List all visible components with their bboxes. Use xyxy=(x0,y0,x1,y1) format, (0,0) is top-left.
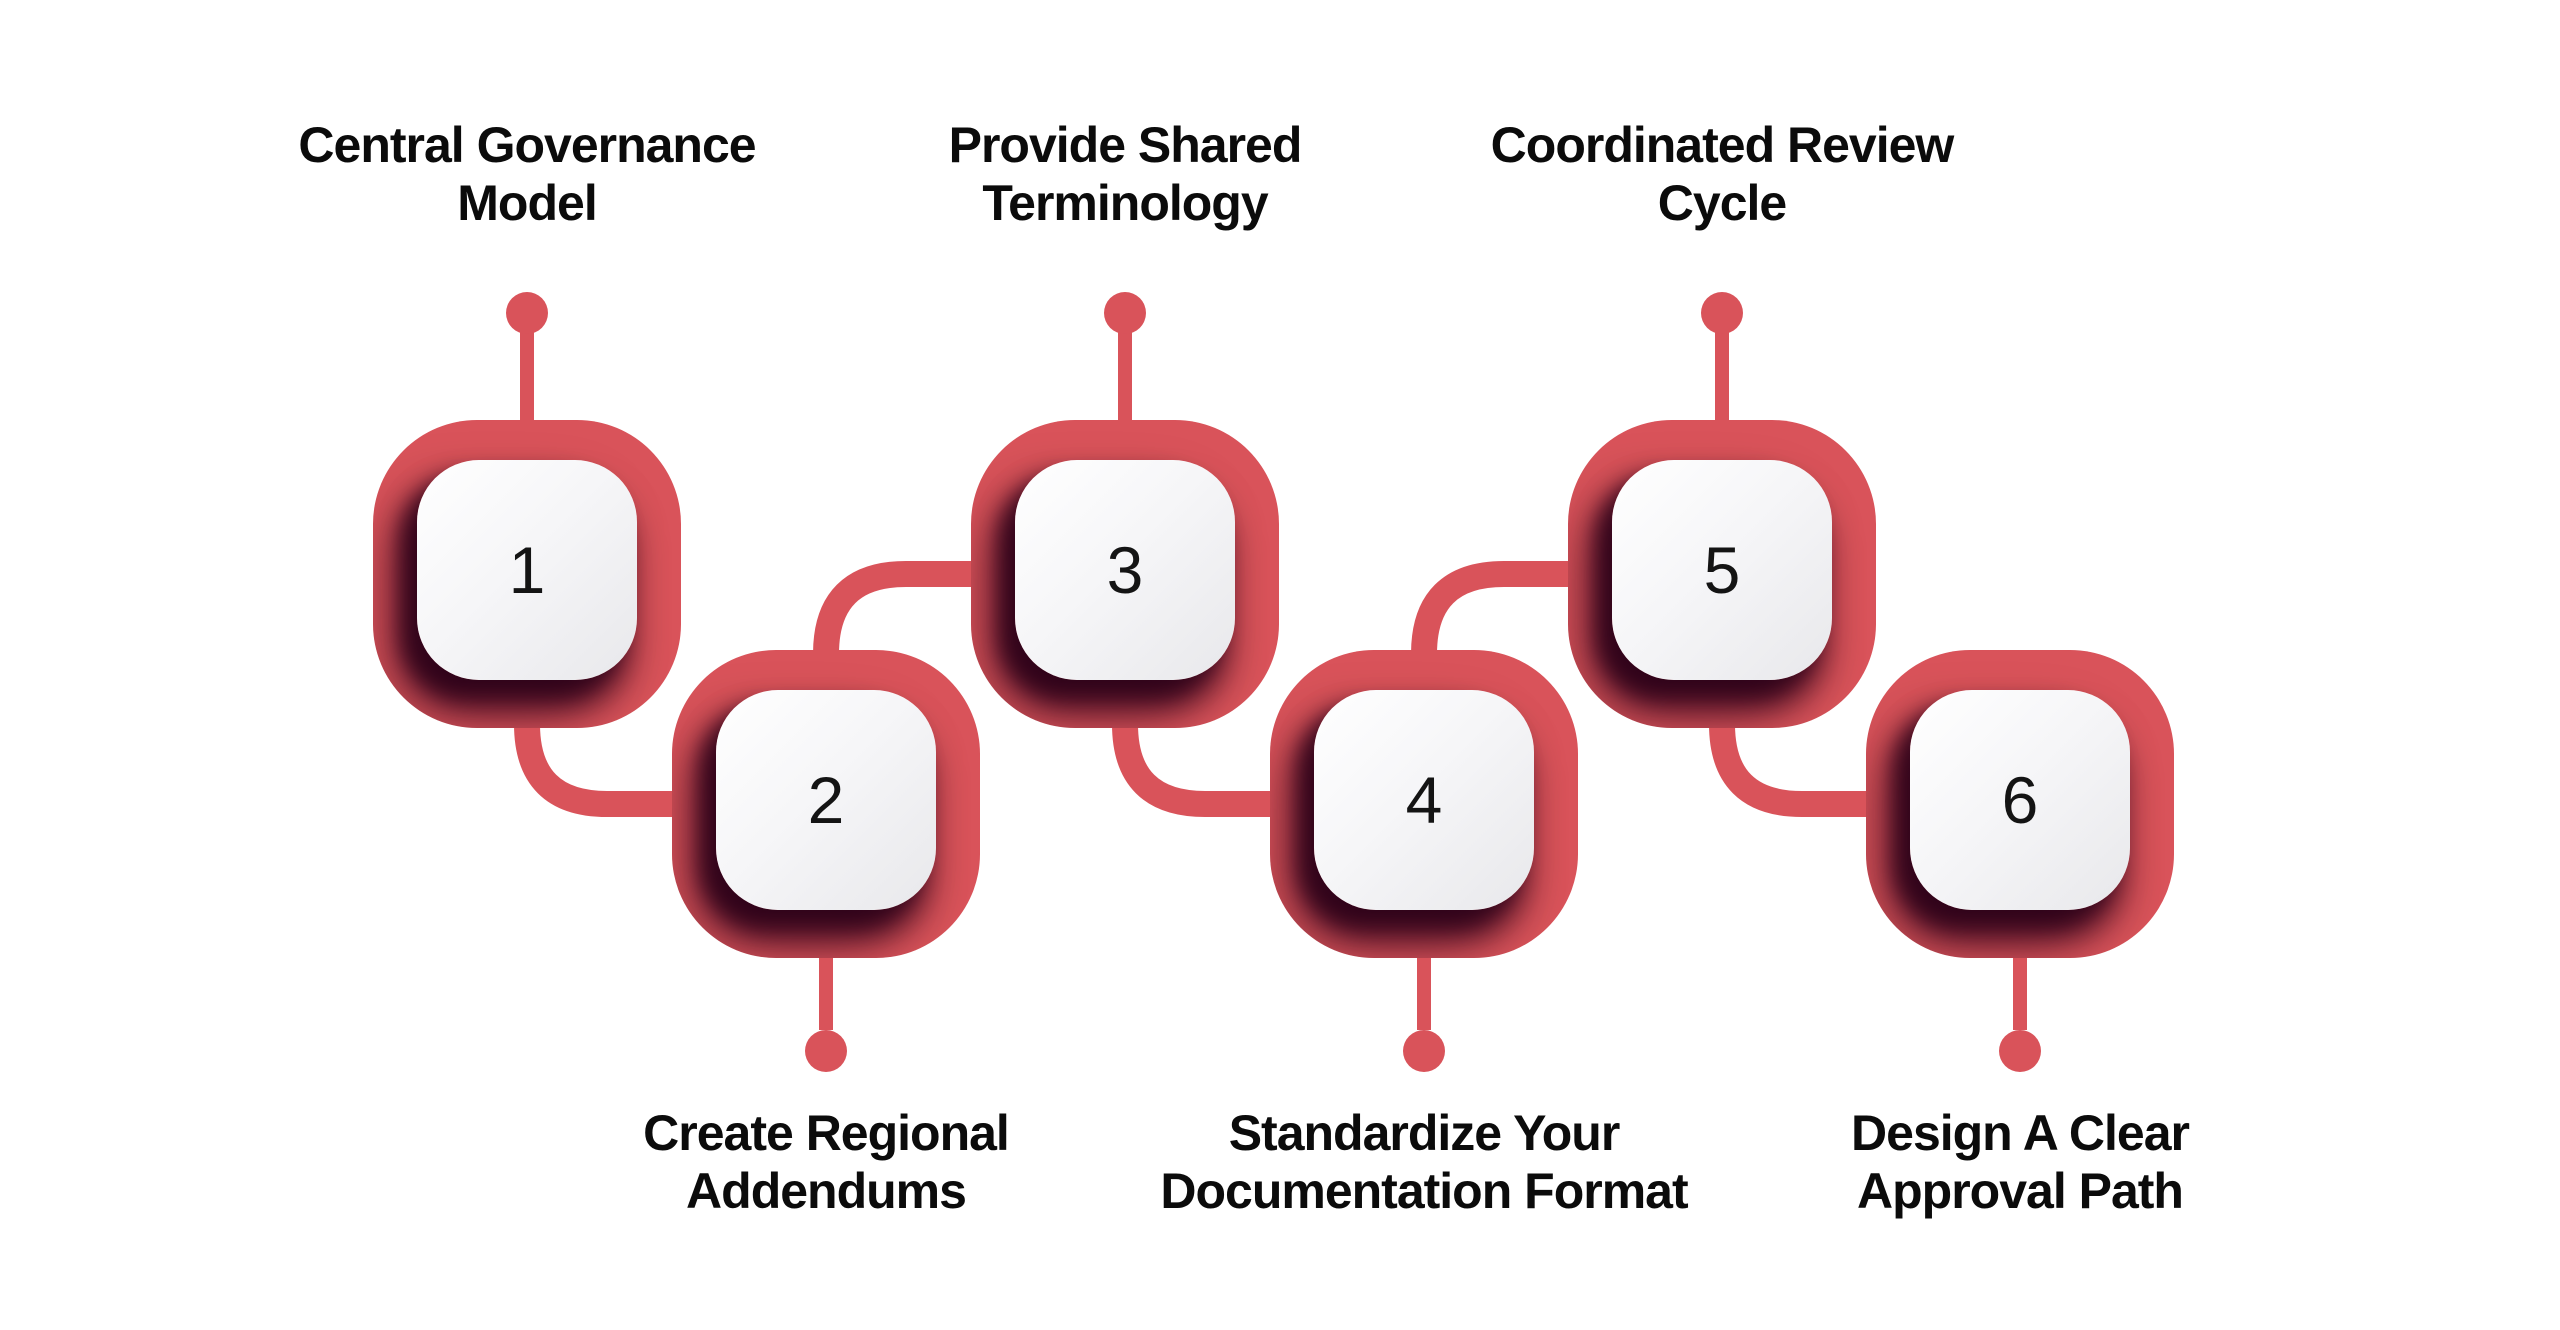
step-label-line: Design A Clear xyxy=(1851,1105,2190,1161)
connector-3-4 xyxy=(1112,700,1304,817)
step-2-marker-dot xyxy=(805,1030,847,1072)
step-4-node: 4 xyxy=(1270,650,1578,958)
connector-5-6 xyxy=(1709,700,1900,817)
step-1-node: 1 xyxy=(373,420,681,728)
step-label-line: Standardize Your xyxy=(1228,1105,1621,1161)
step-6-node: 6 xyxy=(1866,650,2174,958)
step-label-line: Approval Path xyxy=(1857,1163,2184,1219)
step-3-marker-dot xyxy=(1104,292,1146,334)
step-label-line: Documentation Format xyxy=(1160,1163,1688,1219)
step-6-marker-dot xyxy=(1999,1030,2041,1072)
step-number: 2 xyxy=(807,763,845,837)
step-2-node: 2 xyxy=(672,650,980,958)
connector-4-5 xyxy=(1411,561,1602,680)
step-node-inner: 4 xyxy=(1314,690,1534,910)
step-label-line: Coordinated Review xyxy=(1490,117,1955,173)
step-number: 5 xyxy=(1703,533,1741,607)
step-label-line: Central Governance xyxy=(298,117,756,173)
step-node-inner: 2 xyxy=(716,690,936,910)
step-label-line: Addendums xyxy=(686,1163,967,1219)
step-number: 6 xyxy=(2001,763,2039,837)
step-node-inner: 6 xyxy=(1910,690,2130,910)
connector-2-3 xyxy=(813,561,1005,680)
step-number: 4 xyxy=(1405,763,1443,837)
connector-1-2 xyxy=(514,700,706,817)
step-node-inner: 1 xyxy=(417,460,637,680)
step-3-node: 3 xyxy=(971,420,1279,728)
step-label-line: Model xyxy=(457,175,597,231)
step-number: 3 xyxy=(1106,533,1144,607)
step-4-marker-dot xyxy=(1403,1030,1445,1072)
step-5-node: 5 xyxy=(1568,420,1876,728)
step-1-marker-dot xyxy=(506,292,548,334)
step-label-line: Terminology xyxy=(982,175,1268,231)
step-node-inner: 3 xyxy=(1015,460,1235,680)
step-node-inner: 5 xyxy=(1612,460,1832,680)
step-label-line: Cycle xyxy=(1657,175,1787,231)
step-5-marker-dot xyxy=(1701,292,1743,334)
step-label-line: Create Regional xyxy=(643,1105,1010,1161)
step-label-line: Provide Shared xyxy=(948,117,1303,173)
step-number: 1 xyxy=(508,533,546,607)
